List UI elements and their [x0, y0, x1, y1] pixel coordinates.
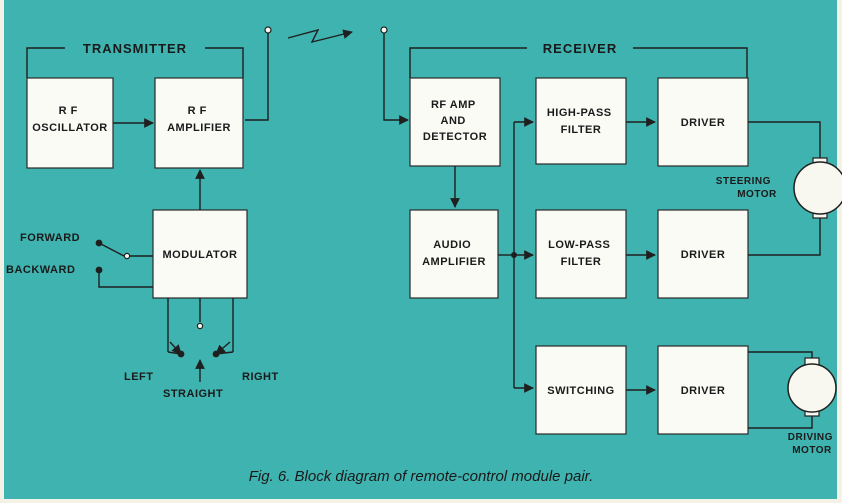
svg-text:RF AMP AND DETECTO: RF AMP AND DETECTOR [423, 99, 487, 143]
high-pass-filter-block: HIGH-PASS FILTER [535, 77, 627, 165]
steering-label-line-2: MOTOR [737, 189, 777, 200]
receive-antenna [380, 26, 409, 125]
switching-block: SWITCHING [535, 345, 627, 435]
page-edge-right [837, 0, 842, 503]
rf-oscillator-line-1: R F [59, 105, 78, 117]
rf-amplifier-line-1: R F [188, 105, 207, 117]
svg-text:R F OSCILLATOR: R F OSCILLATOR [32, 105, 107, 134]
direction-switch [95, 239, 153, 288]
low-pass-filter-line-2: FILTER [561, 256, 602, 268]
svg-text:LOW-PASS FILTER: LOW-PASS FILTER [548, 239, 614, 268]
forward-label: FORWARD [20, 232, 80, 244]
right-label: RIGHT [242, 371, 279, 383]
driving-motor-label: DRIVING MOTOR [788, 432, 836, 456]
steering-motor-icon [748, 121, 842, 256]
audio-output-bus [498, 117, 534, 393]
page-edge-left [0, 0, 4, 503]
page-edge-bottom [0, 499, 842, 503]
backward-label: BACKWARD [6, 264, 75, 276]
audio-amplifier-line-1: AUDIO [433, 239, 471, 251]
svg-text:MODULATOR: MODULATOR [163, 249, 238, 261]
rf-amplifier-block: R F AMPLIFIER [154, 77, 244, 169]
driver-3-label: DRIVER [681, 385, 726, 397]
rf-amp-detector-block: RF AMP AND DETECTOR [409, 77, 501, 167]
driver-1-label: DRIVER [681, 117, 726, 129]
driver-block-1: DRIVER [657, 77, 749, 167]
svg-text:DRIVER: DRIVER [681, 117, 726, 129]
driving-label-line-1: DRIVING [788, 432, 833, 443]
driver-2-label: DRIVER [681, 249, 726, 261]
rf-amp-detector-line-2: AND [441, 115, 466, 127]
svg-text:AUDIO AMPLIFIER: AUDIO AMPLIFIER [422, 239, 486, 268]
low-pass-filter-block: LOW-PASS FILTER [535, 209, 627, 299]
high-pass-filter-line-1: HIGH-PASS [547, 107, 612, 119]
straight-label: STRAIGHT [163, 388, 223, 400]
left-label: LEFT [124, 371, 154, 383]
modulator-block: MODULATOR [152, 209, 248, 299]
low-pass-filter-line-1: LOW-PASS [548, 239, 610, 251]
rf-amp-detector-line-3: DETECTOR [423, 131, 487, 143]
transmitter-label: TRANSMITTER [83, 41, 187, 56]
audio-amplifier-line-2: AMPLIFIER [422, 256, 486, 268]
switching-label: SWITCHING [547, 385, 614, 397]
high-pass-filter-line-2: FILTER [561, 124, 602, 136]
driving-motor-icon [748, 351, 837, 429]
steering-motor-label: STEERING MOTOR [716, 176, 777, 200]
svg-text:DRIVER: DRIVER [681, 385, 726, 397]
svg-text:DRIVER: DRIVER [681, 249, 726, 261]
driving-label-line-2: MOTOR [792, 445, 832, 456]
rf-link-zigzag-icon [287, 28, 353, 44]
rf-amplifier-line-2: AMPLIFIER [167, 122, 231, 134]
rf-oscillator-block: R F OSCILLATOR [26, 77, 114, 169]
figure-caption: Fig. 6. Block diagram of remote-control … [248, 468, 594, 485]
modulator-label: MODULATOR [163, 249, 238, 261]
rf-amp-detector-line-1: RF AMP [431, 99, 476, 111]
audio-amplifier-block: AUDIO AMPLIFIER [409, 209, 499, 299]
svg-text:R F AMPLIFIER: R F AMPLIFIER [167, 105, 231, 134]
receiver-label: RECEIVER [543, 41, 617, 56]
transmit-antenna [245, 26, 272, 121]
svg-text:HIGH-PASS FILTER: HIGH-PASS FILTER [547, 107, 615, 136]
svg-text:SWITCHING: SWITCHING [547, 385, 614, 397]
transmitter-bracket: TRANSMITTER [26, 41, 244, 78]
steering-label-line-1: STEERING [716, 176, 771, 187]
rf-oscillator-line-2: OSCILLATOR [32, 122, 107, 134]
driver-block-3: DRIVER [657, 345, 749, 435]
receiver-bracket: RECEIVER [409, 41, 748, 78]
driver-block-2: DRIVER [657, 209, 749, 299]
steering-switch [167, 298, 234, 382]
